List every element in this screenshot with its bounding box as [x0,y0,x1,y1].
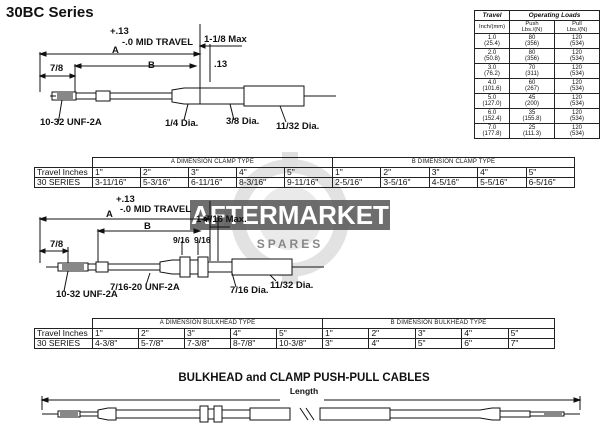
header-travel: Travel [474,10,510,21]
table-row: 4.0(101.6)60(267)120(534) [474,78,600,94]
watermark-subtext: SPARES [257,237,323,251]
mid-travel-label: -.0 MID TRAVEL [122,37,194,48]
watermark-gear-logo: AFTERMARKET SPARES [190,152,390,284]
a-bulkhead-caption: A DIMENSION BULKHEAD TYPE [91,318,324,329]
row-label-series-2: 30 SERIES [34,338,93,349]
table-row: 5.0(127.0)45(200)120(534) [474,93,600,109]
dimension-b-label-2: B [144,221,151,232]
thread-label: 10-32 UNF-2A [40,117,102,128]
eleven32-dia-label: 11/32 Dia. [276,121,320,132]
bulkhead-cable-drawing [38,201,324,292]
table-row: 2.0(50.8)80(356)120(534) [474,48,600,64]
row-label-travel-2: Travel Inches [34,328,93,339]
table-row: 7.0(177.8)25(111.3)120(534) [474,123,600,139]
tolerance-plus-2: +.13 [116,194,135,205]
bottom-title: BULKHEAD and CLAMP PUSH-PULL CABLES [178,372,430,384]
row-label-travel: Travel Inches [34,167,93,178]
header-operating-loads: Operating Loads [509,10,600,21]
nine16-label-a: 9/16 [173,235,190,245]
table-row: 3.0(76.2)70(311)120(534) [474,63,600,79]
thread-label-2: 10-32 UNF-2A [56,289,118,300]
seven-eighth-label-2: 7/8 [50,239,64,250]
dimension-a-label: A [112,45,119,56]
dot13-label: .13 [214,59,228,70]
b-clamp-caption: B DIMENSION CLAMP TYPE [332,157,575,168]
a-clamp-caption: A DIMENSION CLAMP TYPE [92,157,333,168]
b-bulkhead-caption: B DIMENSION BULKHEAD TYPE [322,318,556,329]
length-label: Length [289,386,319,396]
series-title: 30BC Series [6,4,94,21]
table-row: 6.0(152.4)35(155.8)120(534) [474,108,600,124]
seven16-dia-label: 7/16 Dia. [230,285,269,296]
three-eighth-dia-label: 3/8 Dia. [226,116,260,127]
mid-travel-label-2: -.0 MID TRAVEL [120,204,192,215]
nine16-label-b: 9/16 [194,235,211,245]
dimension-a-label-2: A [106,209,113,220]
max-offset-label-2: 1-7/16 Max. [196,214,247,225]
full-cable-drawing [40,396,582,423]
clamp-cable-drawing [38,24,336,125]
sub-travel: Inch/(mm) [474,20,510,34]
quarter-dia-label: 1/4 Dia. [165,118,199,129]
table-row: 1.0(25.4)80(356)120(534) [474,33,600,49]
tolerance-plus: +.13 [110,26,129,37]
bulkhead-dimension-table: A DIMENSION BULKHEAD TYPE B DIMENSION BU… [34,318,556,349]
big-thread-label: 7/16-20 UNF-2A [110,282,180,293]
max-offset-label: 1-1/8 Max [204,34,247,45]
seven-eighth-label: 7/8 [50,63,64,74]
clamp-dimension-table: A DIMENSION CLAMP TYPE B DIMENSION CLAMP… [34,157,575,188]
eleven32-dia-label-2: 11/32 Dia. [270,280,314,291]
watermark-text: AFTERMARKET [191,200,389,230]
dimension-b-label: B [148,60,155,71]
